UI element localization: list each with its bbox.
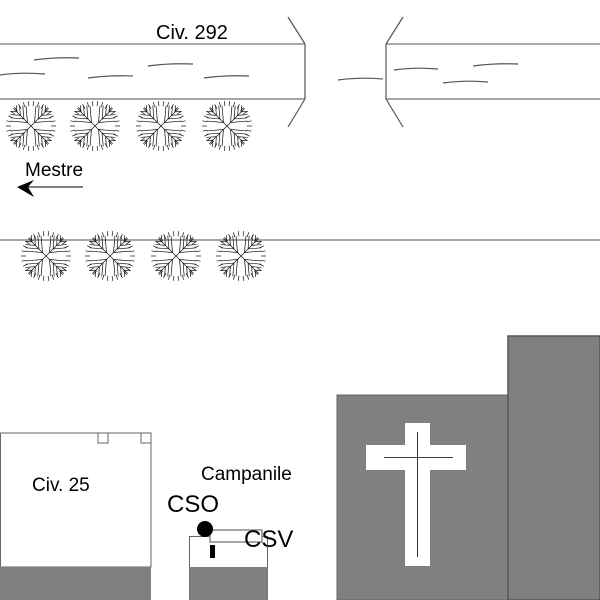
tree-icon <box>202 101 252 151</box>
church <box>336 335 600 600</box>
tree-icon <box>85 231 135 281</box>
label-civ-25: Civ. 25 <box>32 475 90 496</box>
tree-icon <box>136 101 186 151</box>
tree-icon <box>216 231 266 281</box>
cross-icon <box>366 423 466 566</box>
label-civ-292: Civ. 292 <box>156 22 228 44</box>
label-campanile: Campanile <box>201 464 292 485</box>
csv-marker <box>210 545 215 558</box>
label-csv: CSV <box>244 526 294 553</box>
tree-icon <box>6 101 56 151</box>
label-mestre: Mestre <box>25 160 84 181</box>
bell-tower <box>189 521 268 600</box>
canal-left <box>0 16 306 128</box>
label-cso: CSO <box>167 491 220 518</box>
canal-right <box>337 16 600 128</box>
building-civ-25 <box>0 432 152 600</box>
tree-icon <box>70 101 120 151</box>
arrow-left-icon <box>17 180 83 197</box>
cso-marker <box>197 521 213 537</box>
tree-icon <box>21 231 71 281</box>
tree-icon <box>151 231 201 281</box>
